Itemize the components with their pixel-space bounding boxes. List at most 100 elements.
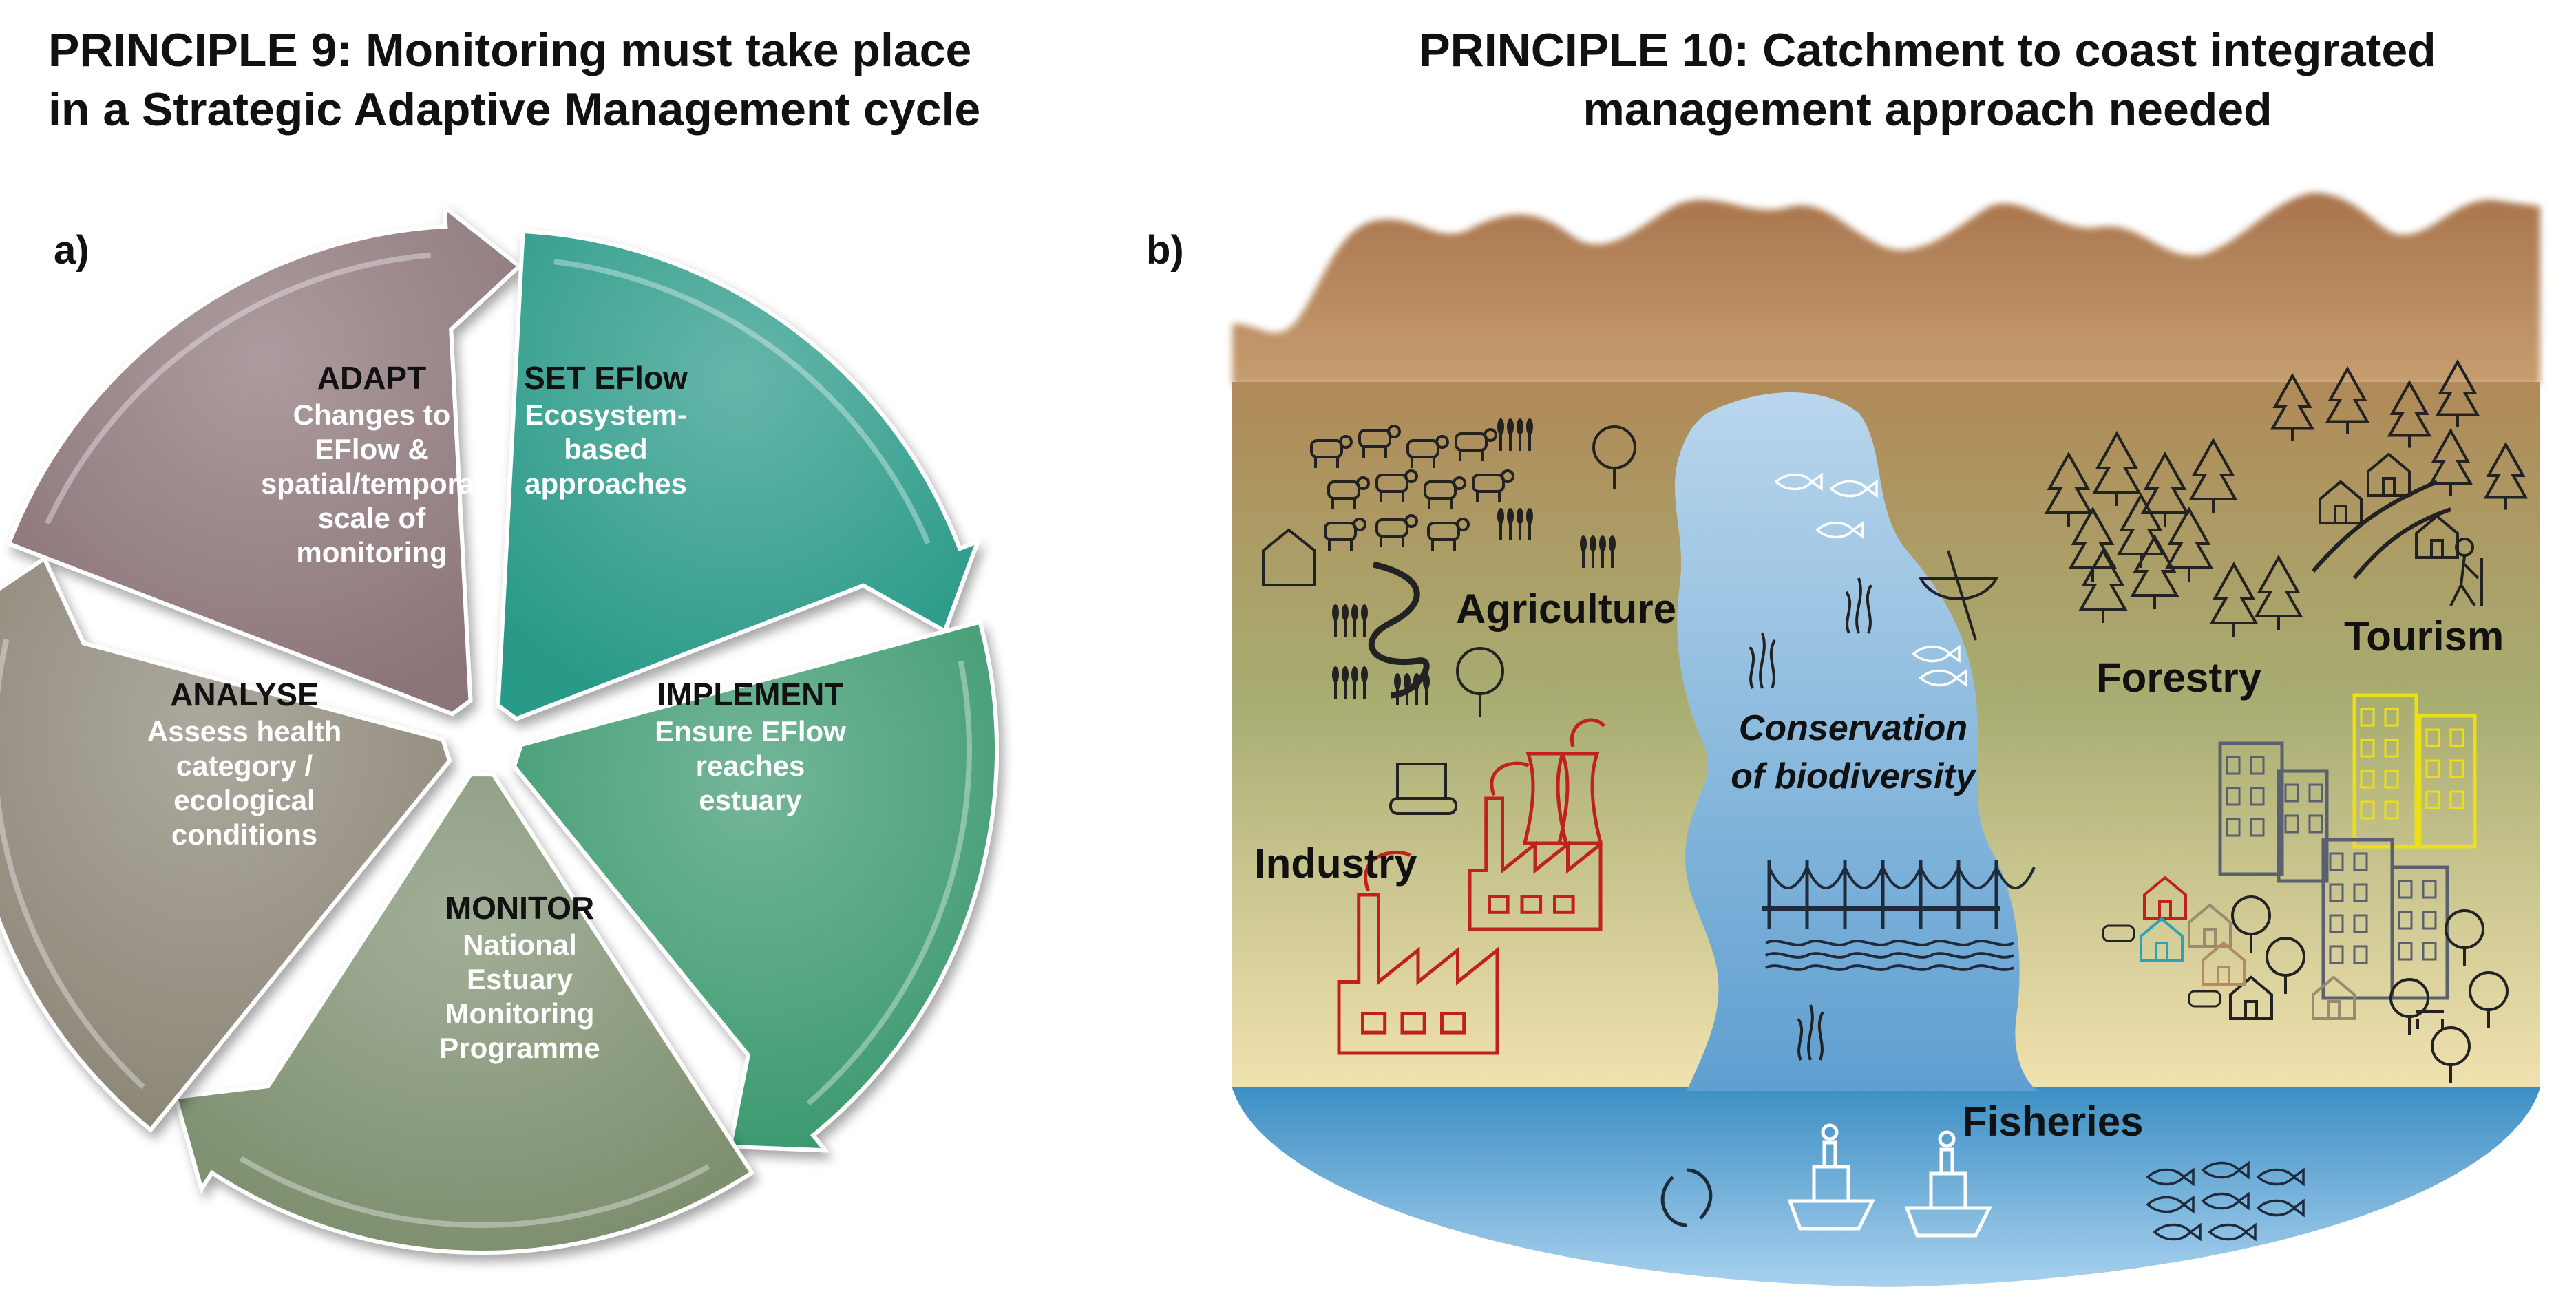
principle-9-heading-line2: in a Strategic Adaptive Management cycle <box>48 83 981 136</box>
fishing-boat-icon <box>1904 1130 1993 1238</box>
wheat-crop-icon <box>1497 418 1533 451</box>
cycle-description-line: monitoring <box>296 536 447 569</box>
pine-tree-icon <box>2435 359 2480 427</box>
agriculture-label: Agriculture <box>1456 586 1676 632</box>
fish-icon <box>1815 520 1864 540</box>
cabin-icon <box>1262 528 1316 586</box>
livestock-icon <box>1358 425 1401 458</box>
house-icon <box>2312 975 2356 1020</box>
seagrass-icon <box>1797 1004 1824 1061</box>
pine-tree-icon <box>2188 437 2238 513</box>
cycle-description-line: ecological <box>173 784 315 816</box>
fish-icon <box>1912 644 1961 664</box>
cycle-description-line: EFlow & <box>315 433 429 465</box>
factory-icon <box>1468 761 1603 931</box>
cycle-description-line: conditions <box>171 818 317 851</box>
industry-label: Industry <box>1254 840 1417 887</box>
pine-tree-icon <box>2387 379 2432 448</box>
sea <box>1232 1088 2540 1287</box>
livestock-icon <box>1455 428 1497 461</box>
hotel-building-icon <box>2352 693 2418 849</box>
mountain-range <box>1232 193 2540 385</box>
river-estuary <box>1674 392 2038 1091</box>
car-icon <box>2188 990 2221 1008</box>
principle-10-heading: PRINCIPLE 10: Catchment to coast integra… <box>1342 21 2513 139</box>
deciduous-tree-icon <box>2266 937 2305 994</box>
deciduous-tree-icon <box>2445 909 2484 966</box>
house-icon <box>2202 941 2246 986</box>
cycle-description-line: based <box>564 433 647 465</box>
deciduous-tree-icon <box>2469 971 2509 1028</box>
wheat-crop-icon <box>1497 508 1533 540</box>
conservation-label-line1: Conservation <box>1739 708 1967 748</box>
cycle-description-line: spatial/temporal <box>261 467 483 500</box>
principle-9-heading: PRINCIPLE 9: Monitoring must take place … <box>48 21 1122 139</box>
deciduous-tree-icon <box>2231 895 2271 953</box>
fish-shoal-icon <box>2208 1222 2257 1242</box>
land-use-icons <box>1262 359 2529 1242</box>
livestock-icon <box>1424 476 1466 509</box>
house-icon <box>2367 452 2411 497</box>
teal-house-icon <box>2140 917 2184 962</box>
fisheries-label: Fisheries <box>1962 1099 2143 1145</box>
fish-shoal-icon <box>2256 1167 2305 1187</box>
pine-tree-icon <box>2130 533 2179 609</box>
livestock-icon <box>1327 476 1370 509</box>
principle-10-heading-line2: management approach needed <box>1583 83 2272 136</box>
cycle-segment-rim <box>806 660 973 1106</box>
cycle-title-adapt: ADAPT <box>317 360 426 396</box>
principle-9-heading-line1: PRINCIPLE 9: Monitoring must take place <box>48 24 972 76</box>
cycle-description-line: scale of <box>318 502 426 534</box>
red-house-icon <box>2143 876 2187 920</box>
panel-b-label: b) <box>1146 228 1184 273</box>
cycle-segment-gloss <box>514 622 997 1151</box>
bench-icon <box>2416 1010 2444 1029</box>
cycle-title-monitor: MONITOR <box>445 890 594 926</box>
deciduous-tree-icon <box>2389 978 2429 1035</box>
deciduous-tree-icon <box>1456 647 1504 717</box>
cycle-description-line: approaches <box>525 467 687 500</box>
city-building-icon <box>2321 838 2394 1000</box>
cycle-description-line: Estuary <box>467 963 573 995</box>
forestry-label: Forestry <box>2096 655 2262 701</box>
recycle-fish-icon <box>1660 1168 1713 1227</box>
pine-tree-icon <box>2483 441 2529 510</box>
cycle-description-line: Ensure EFlow <box>655 715 846 747</box>
cycle-description-line: category / <box>176 750 313 782</box>
car-icon <box>2102 924 2135 942</box>
seagrass-icon <box>1749 633 1776 689</box>
cycle-segment-gloss <box>8 207 520 714</box>
excavator-icon <box>1389 763 1457 815</box>
pine-tree-icon <box>2254 554 2303 630</box>
road-icon <box>2311 480 2451 580</box>
conservation-label-line2: of biodiversity <box>1731 756 1977 796</box>
cycle-segment-rim <box>45 252 432 525</box>
city-building-icon <box>2277 769 2329 883</box>
cycle-description-line: Assess health <box>147 715 341 747</box>
cycle-segment-gloss <box>176 774 752 1253</box>
pine-tree-icon <box>2164 506 2214 582</box>
panel-a-label: a) <box>54 228 89 273</box>
cycle-description-line: National <box>463 929 577 961</box>
house-icon <box>2319 480 2363 524</box>
principle-10-heading-line1: PRINCIPLE 10: Catchment to coast integra… <box>1419 24 2436 76</box>
fish-shoal-icon <box>2201 1191 2250 1211</box>
livestock-icon <box>1406 435 1449 468</box>
livestock-icon <box>1375 514 1418 547</box>
pine-tree-icon <box>2092 430 2142 506</box>
wheat-crop-icon <box>1332 666 1368 699</box>
tourism-label: Tourism <box>2344 613 2504 659</box>
cycle-description-line: Programme <box>439 1032 600 1064</box>
fish-icon <box>1829 479 1878 498</box>
cycle-segment-rim <box>239 1156 710 1228</box>
fish-icon <box>1774 472 1823 491</box>
bridge-icon <box>1762 860 2036 971</box>
house-icon <box>2188 903 2232 948</box>
fish-shoal-icon <box>2146 1195 2195 1214</box>
house-icon <box>2415 514 2459 559</box>
deciduous-tree-icon <box>2431 1026 2471 1083</box>
cycle-description-line: estuary <box>699 784 802 816</box>
fish-shoal-icon <box>2256 1198 2305 1218</box>
livestock-icon <box>1427 518 1470 551</box>
